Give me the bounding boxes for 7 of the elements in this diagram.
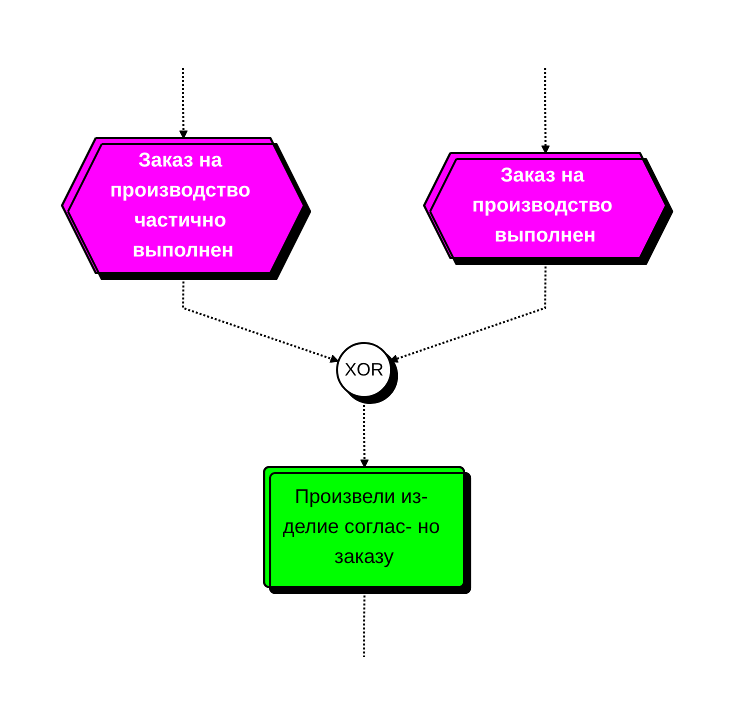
arrow: [360, 396, 370, 468]
arrow: [179, 68, 188, 138]
arrow: [390, 258, 548, 362]
arrow: [182, 272, 340, 362]
node-circle: XOR: [336, 342, 392, 398]
connector: [364, 587, 366, 656]
arrow: [542, 68, 550, 154]
